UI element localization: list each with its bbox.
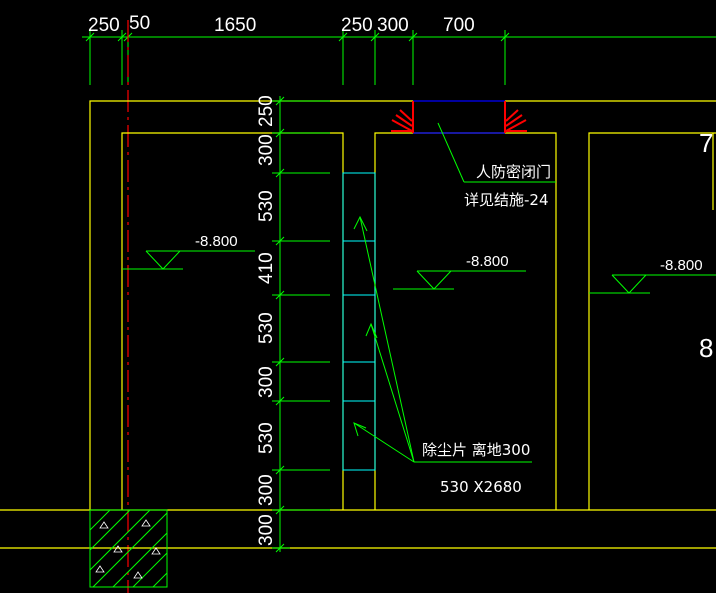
right-number-8: 8: [699, 333, 713, 363]
door-jamb-marks: [391, 101, 527, 133]
top-dim-1650: 1650: [214, 15, 256, 36]
dust-note-line2: 530 X2680: [440, 478, 522, 496]
dust-leaders: [353, 215, 532, 463]
dust-note-line1: 除尘片 离地300: [422, 441, 530, 459]
side-dim-300-b: 300: [256, 366, 277, 398]
side-dim-300-c: 300: [256, 474, 277, 506]
elevation-marker-middle: [393, 270, 526, 290]
side-dim-530: 530: [256, 190, 277, 222]
hatched-column: [89, 509, 168, 588]
top-dim-250-b: 250: [341, 15, 373, 36]
top-dimension-line: [82, 30, 716, 85]
elevation-left: -8.800: [195, 233, 238, 250]
side-dim-530-b: 530: [256, 312, 277, 344]
side-dim-300: 300: [256, 134, 277, 166]
dust-grille: [342, 172, 376, 471]
door-opening: [413, 100, 505, 134]
side-dim-250: 250: [256, 95, 277, 127]
top-dim-50: 50: [129, 13, 150, 34]
door-note-line2: 详见结施-24: [464, 191, 549, 209]
side-dimension-line: [272, 96, 330, 553]
elevation-marker-right: [589, 274, 716, 294]
top-dim-250: 250: [88, 15, 120, 36]
elevation-middle: -8.800: [466, 253, 509, 270]
elevation-right: -8.800: [660, 257, 703, 274]
side-dim-530-c: 530: [256, 422, 277, 454]
side-dim-300-d: 300: [256, 514, 277, 546]
door-note-line1: 人防密闭门: [476, 163, 551, 181]
top-dim-700: 700: [443, 15, 475, 36]
right-number-7: 7: [699, 128, 713, 158]
walls: [0, 100, 716, 549]
elevation-marker-left: [122, 250, 255, 270]
side-dim-410: 410: [256, 252, 277, 284]
top-dim-300: 300: [377, 15, 409, 36]
door-leader: [437, 122, 556, 183]
